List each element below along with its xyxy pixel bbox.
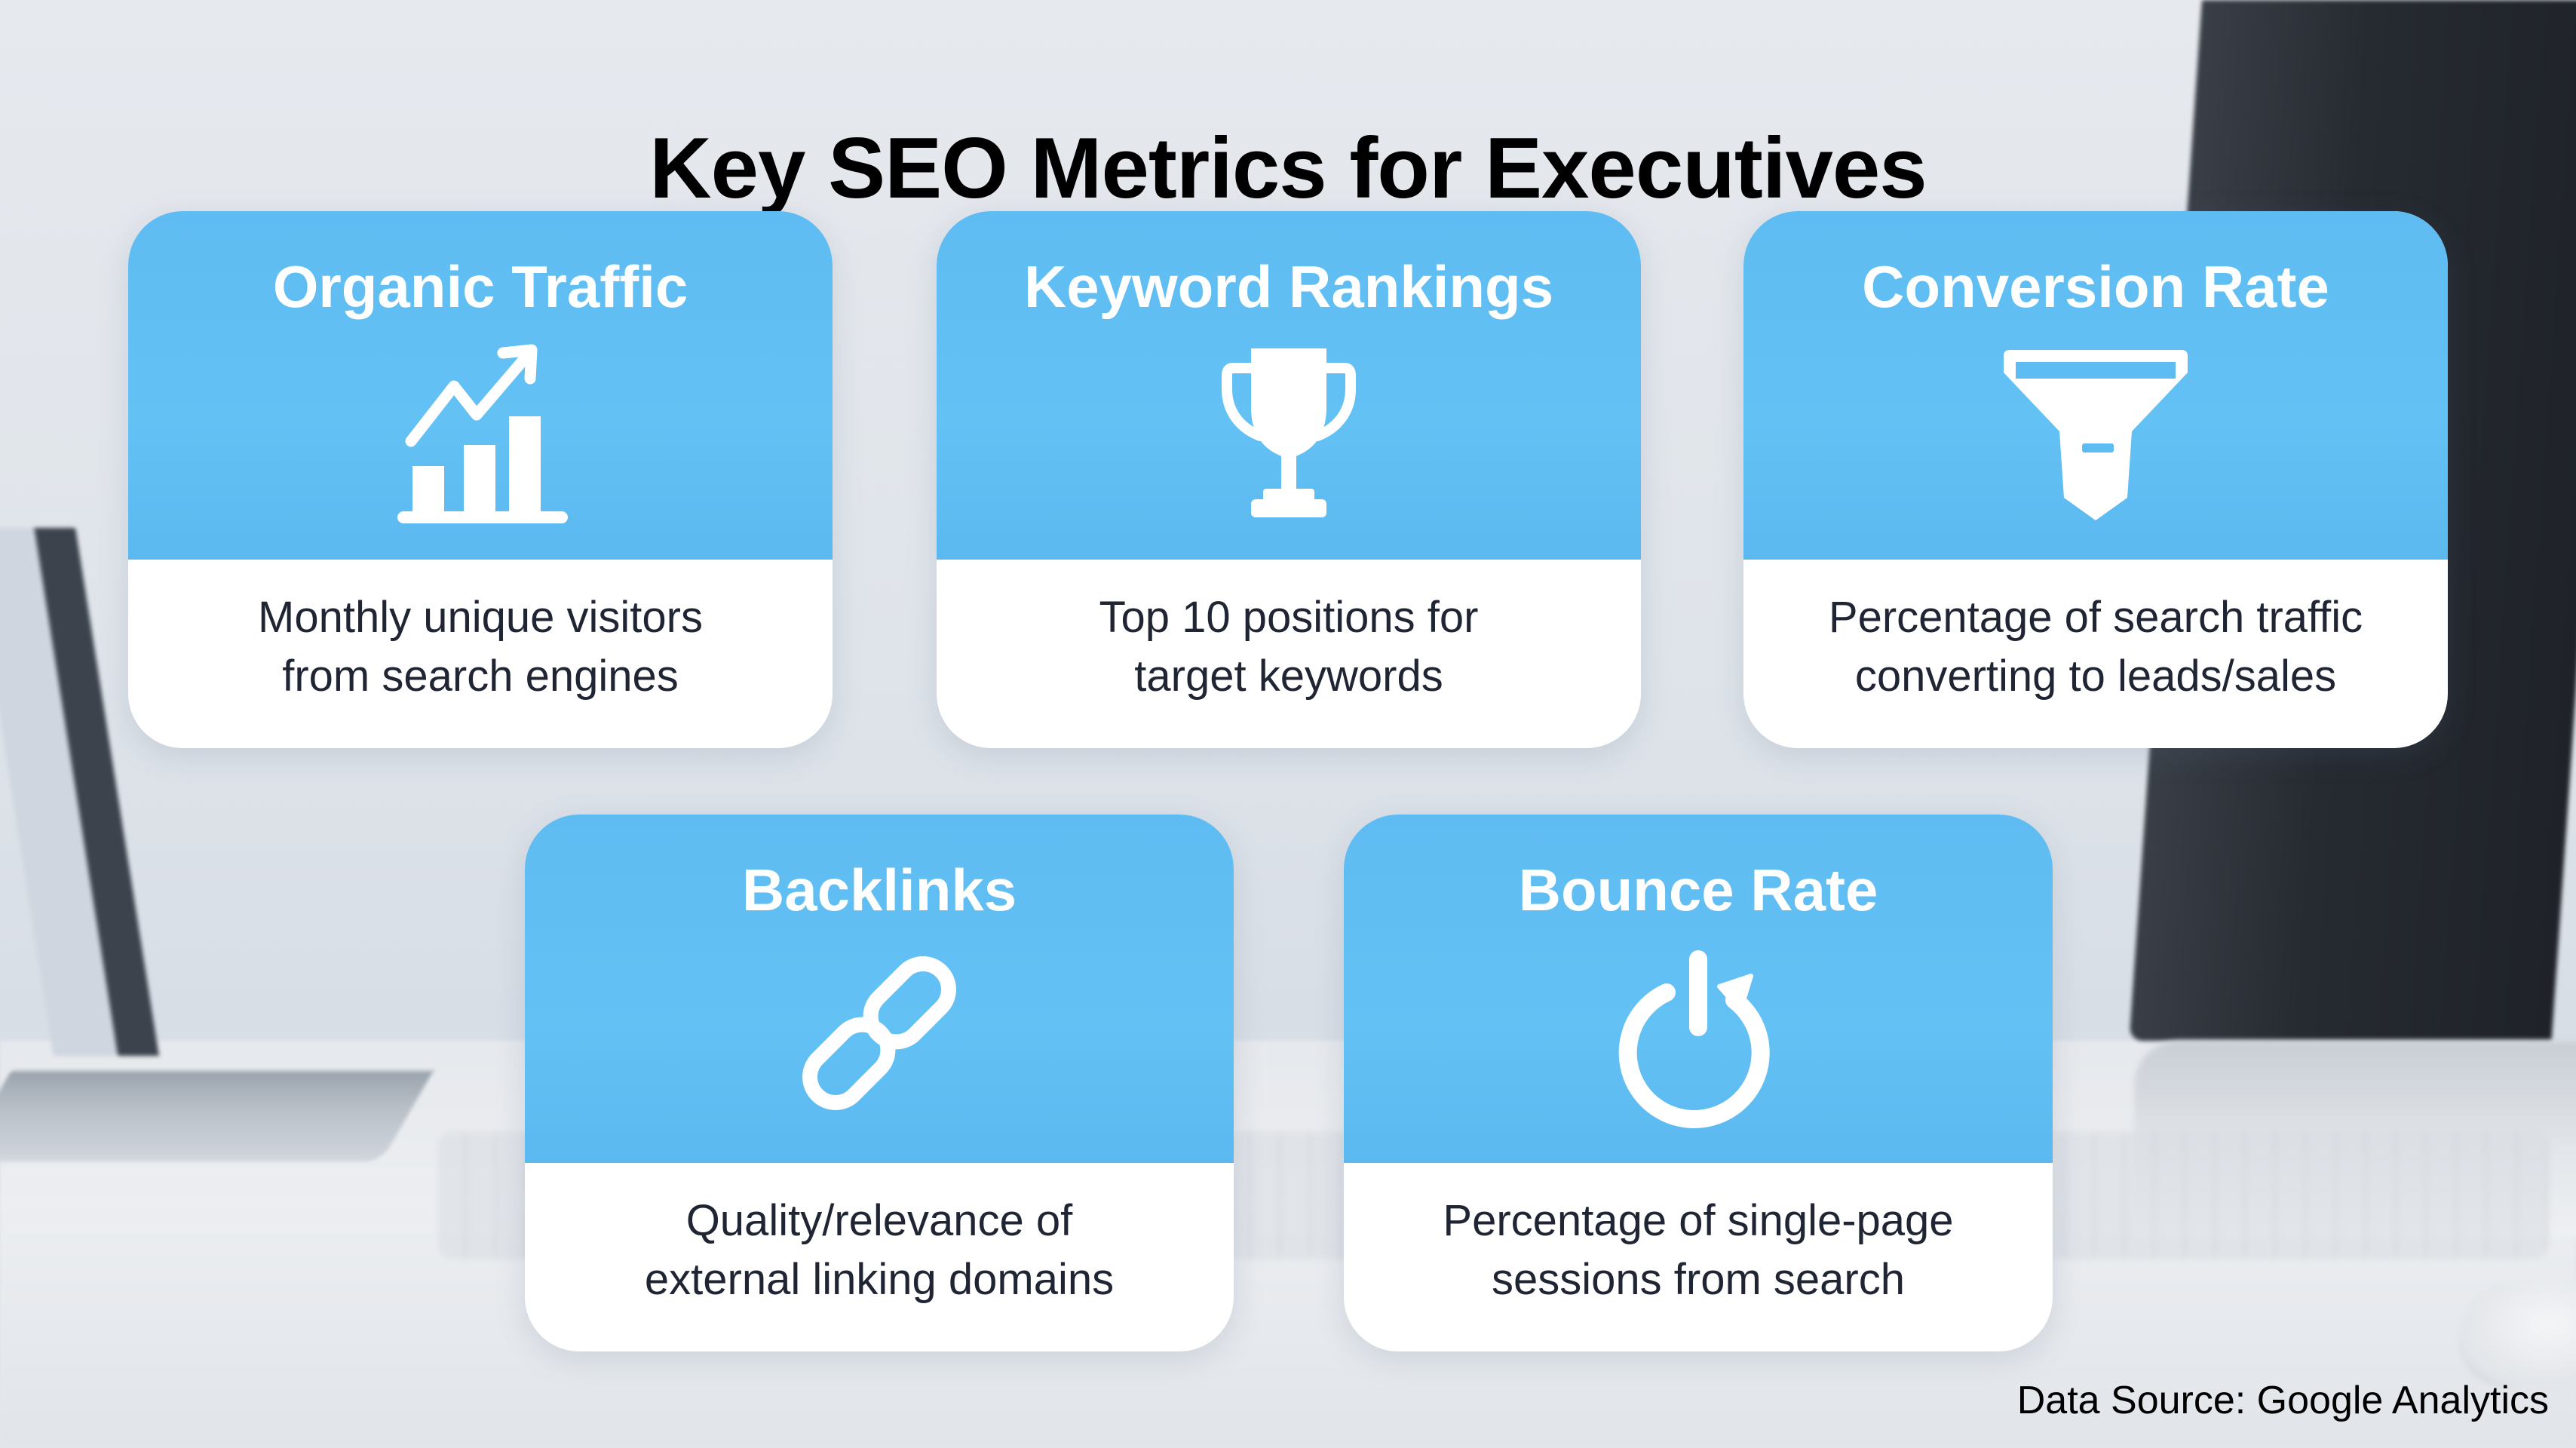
metric-card-backlinks: Backlinks Quality/relevance of external …	[525, 814, 1234, 1351]
chart-growth-icon	[382, 339, 578, 535]
power-return-icon	[1600, 943, 1796, 1139]
laptop-base-background	[0, 1071, 434, 1161]
card-description-line: external linking domains	[644, 1255, 1115, 1304]
funnel-icon	[1998, 339, 2194, 535]
card-title: Keyword Rankings	[1023, 253, 1554, 320]
card-description-line: Percentage of single-page	[1443, 1196, 1954, 1245]
card-description: Top 10 positions for target keywords	[937, 588, 1641, 706]
card-title: Conversion Rate	[1862, 253, 2329, 320]
card-description-line: Quality/relevance of	[685, 1196, 1073, 1245]
card-title: Backlinks	[741, 857, 1017, 923]
metric-card-organic-traffic: Organic Traffic Monthly unique visitors …	[128, 211, 833, 748]
monitor-stand-background	[2134, 1041, 2576, 1237]
chain-link-icon	[781, 935, 977, 1131]
metric-card-keyword-rankings: Keyword Rankings Top 10 positions for ta…	[937, 211, 1641, 748]
card-description-line: Top 10 positions for	[1099, 593, 1479, 642]
metric-card-conversion-rate: Conversion Rate Percentage of search tra…	[1743, 211, 2448, 748]
card-description-line: Percentage of search traffic	[1828, 593, 2363, 642]
card-description: Percentage of single-page sessions from …	[1344, 1192, 2053, 1309]
card-description-line: target keywords	[1134, 652, 1443, 701]
card-description-line: converting to leads/sales	[1854, 652, 2337, 701]
card-description: Monthly unique visitors from search engi…	[128, 588, 833, 706]
data-source-caption: Data Source: Google Analytics	[2016, 1379, 2549, 1422]
card-title: Organic Traffic	[272, 253, 688, 320]
card-header: Organic Traffic	[128, 211, 833, 560]
card-description-line: sessions from search	[1492, 1255, 1905, 1304]
card-description-line: Monthly unique visitors	[258, 593, 703, 642]
card-header: Conversion Rate	[1743, 211, 2448, 560]
card-header: Backlinks	[525, 814, 1234, 1163]
mouse-background	[2458, 1282, 2576, 1388]
card-header: Keyword Rankings	[937, 211, 1641, 560]
card-description-line: from search engines	[282, 652, 679, 701]
page-title: Key SEO Metrics for Executives	[649, 121, 1927, 217]
card-header: Bounce Rate	[1344, 814, 2053, 1163]
card-description: Percentage of search traffic converting …	[1743, 588, 2448, 706]
metric-card-bounce-rate: Bounce Rate Percentage of single-page se…	[1344, 814, 2053, 1351]
card-description: Quality/relevance of external linking do…	[525, 1192, 1234, 1309]
trophy-icon	[1191, 339, 1387, 535]
card-title: Bounce Rate	[1518, 857, 1878, 923]
